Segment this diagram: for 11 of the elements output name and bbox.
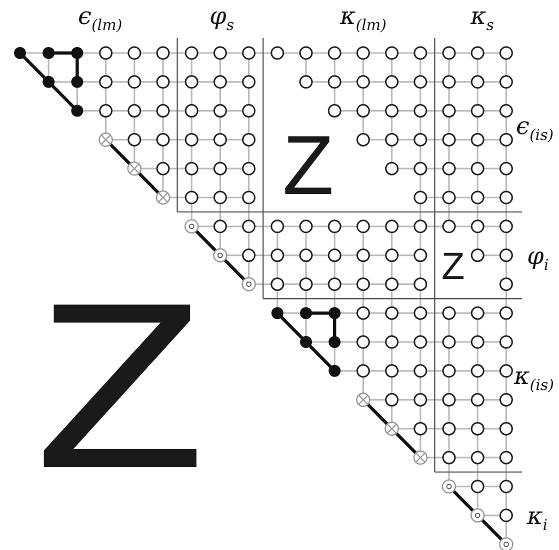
block-label: κ$_{s}$ (470, 4, 494, 32)
block-label: φ$_{i}$ (527, 244, 549, 272)
block-label: κ$_{(is)}$ (514, 364, 554, 392)
zero-block-label: Z (282, 123, 334, 207)
zero-block-label: Z (442, 248, 465, 286)
zero-block-label: Z (35, 268, 206, 504)
block-label: ϵ$_{(is)}$ (516, 114, 554, 142)
block-label: ϵ$_{(lm)}$ (78, 4, 122, 32)
block-label: κ$_{(lm)}$ (340, 4, 386, 32)
block-label: φ$_{s}$ (210, 4, 234, 32)
block-label: κ$_{i}$ (527, 504, 548, 532)
